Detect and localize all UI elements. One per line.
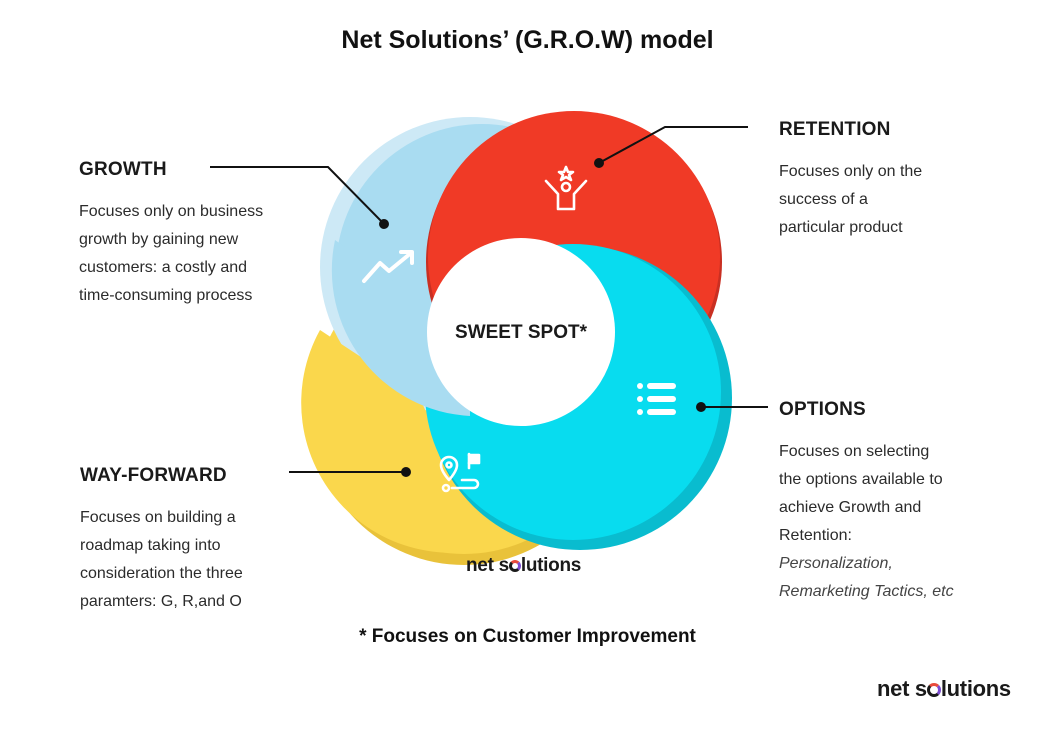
retention-line: Focuses only on the: [779, 163, 923, 180]
growth-line: customers: a costly and: [79, 259, 248, 276]
trend-up-icon: [362, 250, 414, 283]
brand-text-right: lutions: [940, 676, 1011, 701]
way-forward-leader-dot: [401, 467, 411, 477]
growth-heading: GROWTH: [79, 159, 167, 180]
options-line: Retention:: [779, 527, 852, 544]
retention-leader-dot: [594, 158, 604, 168]
retention-line: success of a: [779, 191, 868, 208]
brand-logo-center: net s lutions: [466, 555, 581, 577]
way-forward-line: Focuses on building a: [80, 509, 236, 526]
route-map-icon: [439, 452, 481, 493]
retention-description: Focuses only on the success of a particu…: [779, 158, 922, 242]
options-line: achieve Growth and: [779, 499, 922, 516]
brand-o-icon: [508, 559, 521, 572]
growth-description: Focuses only on business growth by gaini…: [79, 198, 263, 310]
growth-leader-dot: [379, 219, 389, 229]
growth-line: growth by gaining new: [79, 231, 239, 248]
options-line: the options available to: [779, 471, 943, 488]
brand-o-icon: [926, 683, 941, 698]
brand-text-right: lutions: [520, 555, 582, 576]
growth-front: [331, 240, 470, 416]
way-forward-heading: WAY-FORWARD: [80, 465, 227, 486]
options-italic-line: Remarketing Tactics, etc: [779, 583, 954, 600]
brand-text-left: net s: [877, 676, 927, 701]
sweet-spot-label: SWEET SPOT*: [455, 322, 587, 343]
growth-line: time-consuming process: [79, 287, 253, 304]
options-line: Focuses on selecting: [779, 443, 930, 460]
footnote: * Focuses on Customer Improvement: [359, 626, 696, 647]
way-forward-line: paramters: G, R,and O: [80, 593, 242, 610]
options-leader-dot: [696, 402, 706, 412]
options-italic-line: Personalization,: [779, 555, 893, 572]
way-forward-description: Focuses on building a roadmap taking int…: [80, 504, 243, 616]
retention-heading: RETENTION: [779, 119, 891, 140]
sweet-spot-circle: [427, 238, 615, 426]
brand-text-left: net s: [466, 555, 509, 576]
brand-logo-corner: net s lutions: [877, 676, 1011, 702]
celebrating-person-icon: [544, 165, 588, 211]
growth-leader-line: [210, 166, 385, 225]
growth-line: Focuses only on business: [79, 203, 264, 220]
retention-leader-line: [598, 126, 748, 164]
options-description: Focuses on selecting the options availab…: [779, 438, 954, 606]
list-icon: [637, 383, 676, 415]
way-forward-line: consideration the three: [80, 565, 243, 582]
retention-line: particular product: [779, 219, 903, 236]
diagram-title: Net Solutions’ (G.R.O.W) model: [341, 26, 714, 54]
options-heading: OPTIONS: [779, 399, 866, 420]
way-forward-line: roadmap taking into: [80, 537, 221, 554]
